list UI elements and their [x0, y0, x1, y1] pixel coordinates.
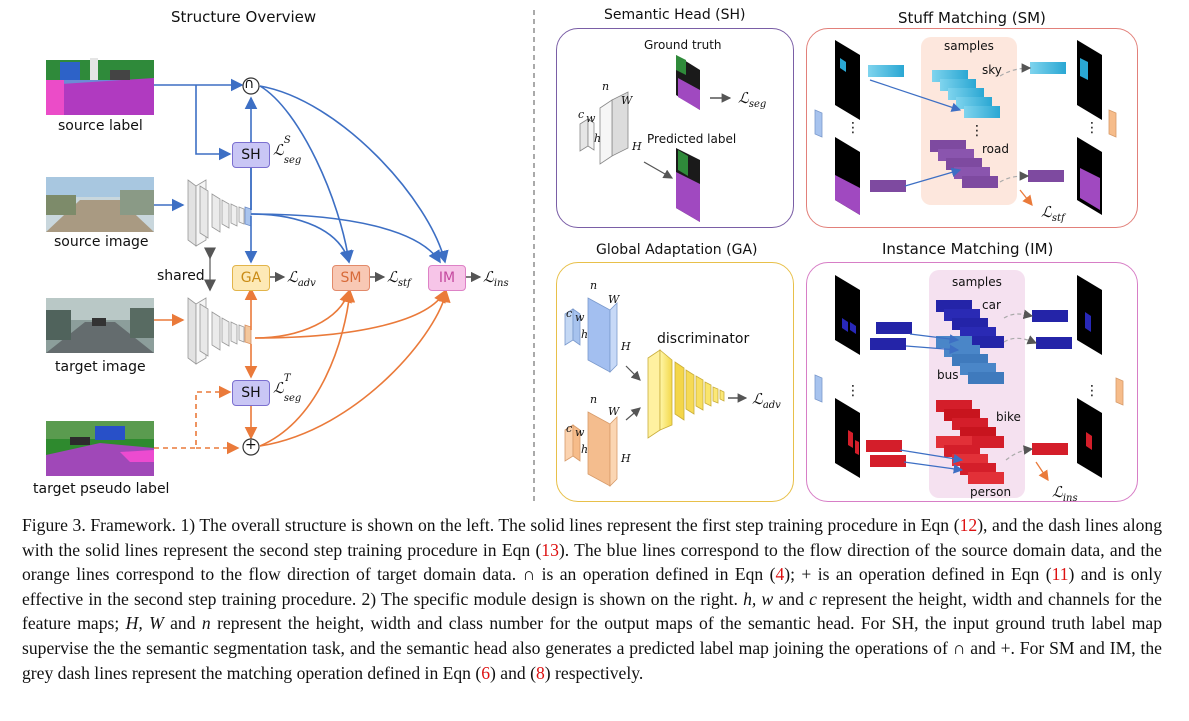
- target-pseudo-label-caption: target pseudo label: [33, 481, 170, 497]
- im-person-label: person: [970, 485, 1012, 499]
- ga-dim-w-bottom: w: [575, 426, 585, 439]
- im-panel: [806, 262, 1138, 502]
- target-image-caption: target image: [55, 359, 146, 375]
- ga-discriminator-label: discriminator: [657, 331, 750, 347]
- loss-stf: ℒstf: [387, 268, 411, 289]
- sh-dim-c: c: [578, 108, 585, 121]
- intersect-op-circle: [242, 77, 260, 95]
- source-image-thumb: [46, 177, 154, 232]
- loss-adv: ℒadv: [287, 268, 316, 289]
- source-image-caption: source image: [54, 234, 149, 250]
- figure-drawing: ⋮ ⋮ ⋮: [46, 10, 1124, 505]
- sm-samples-label: samples: [944, 39, 994, 53]
- svg-text:⋮: ⋮: [970, 123, 984, 139]
- sh-dim-W: W: [621, 94, 633, 107]
- sm-panel-title: Stuff Matching (SM): [898, 9, 1046, 27]
- ga-loss: ℒadv: [752, 390, 781, 411]
- source-label-caption: source label: [58, 118, 143, 134]
- svg-text:⋮: ⋮: [846, 383, 860, 399]
- ga-dim-W-bottom: W: [608, 405, 620, 418]
- ga-dim-c-top: c: [566, 307, 573, 320]
- sh-predicted-label: Predicted label: [647, 132, 737, 146]
- sm-panel-drawing: ⋮ ⋮ ⋮: [814, 37, 1117, 215]
- figure-caption: Figure 3. Framework. 1) The overall stru…: [22, 515, 1162, 683]
- im-bus-label: bus: [937, 368, 959, 382]
- sh-dim-w: w: [586, 112, 596, 125]
- svg-text:⋮: ⋮: [846, 120, 860, 136]
- shared-label: shared: [157, 268, 205, 284]
- target-pseudo-label-thumb: [46, 421, 154, 476]
- ga-dim-n-bottom: n: [590, 393, 598, 406]
- im-panel-drawing: ⋮ ⋮: [814, 270, 1124, 498]
- ga-dim-w-top: w: [575, 311, 585, 324]
- sh-panel-title: Semantic Head (SH): [604, 7, 746, 23]
- sm-module: SM: [332, 265, 370, 291]
- sh-panel-drawing: [579, 55, 732, 222]
- target-encoder-stack: [187, 297, 252, 365]
- ga-dim-h-bottom: h: [581, 443, 589, 456]
- sm-road-label: road: [982, 142, 1009, 156]
- svg-text:⋮: ⋮: [1085, 383, 1099, 399]
- sm-sky-label: sky: [982, 63, 1002, 77]
- im-module: IM: [428, 265, 466, 291]
- im-bike-label: bike: [996, 410, 1021, 424]
- ga-dim-H-bottom: H: [621, 452, 631, 465]
- loss-ins: ℒins: [483, 268, 509, 289]
- ga-module: GA: [232, 265, 270, 291]
- plus-op-circle: [242, 438, 260, 456]
- im-loss: ℒins: [1052, 483, 1078, 504]
- sm-loss: ℒstf: [1041, 203, 1065, 224]
- ga-dim-H-top: H: [621, 340, 631, 353]
- target-image-thumb: [46, 298, 154, 353]
- ga-dim-h-top: h: [581, 328, 589, 341]
- ga-panel-title: Global Adaptation (GA): [596, 242, 758, 258]
- im-samples-label: samples: [952, 275, 1002, 289]
- ga-panel-drawing: [564, 297, 748, 487]
- sh-ground-truth-label: Ground truth: [644, 38, 722, 52]
- im-panel-title: Instance Matching (IM): [882, 240, 1054, 258]
- sh-module-top: SH: [232, 142, 270, 168]
- sh-loss: ℒseg: [738, 89, 767, 110]
- im-car-label: car: [982, 298, 1001, 312]
- sh-module-bottom: SH: [232, 380, 270, 406]
- framework-figure: ⋮ ⋮ ⋮: [33, 7, 1138, 505]
- ga-dim-c-bottom: c: [566, 422, 573, 435]
- ga-dim-W-top: W: [608, 293, 620, 306]
- structure-overview-title: Structure Overview: [171, 8, 317, 26]
- sm-panel: [806, 28, 1138, 228]
- ga-panel: [556, 262, 794, 502]
- sh-dim-h: h: [594, 132, 602, 145]
- sh-dim-H: H: [632, 140, 642, 153]
- sh-dim-n: n: [602, 80, 610, 93]
- source-encoder-stack: [187, 179, 252, 247]
- intersect-op: ∩: [244, 76, 255, 92]
- sh-panel: [556, 28, 794, 228]
- ga-dim-n-top: n: [590, 279, 598, 292]
- source-label-thumb: [46, 58, 154, 115]
- svg-text:⋮: ⋮: [1085, 120, 1099, 136]
- plus-op: +: [245, 437, 257, 453]
